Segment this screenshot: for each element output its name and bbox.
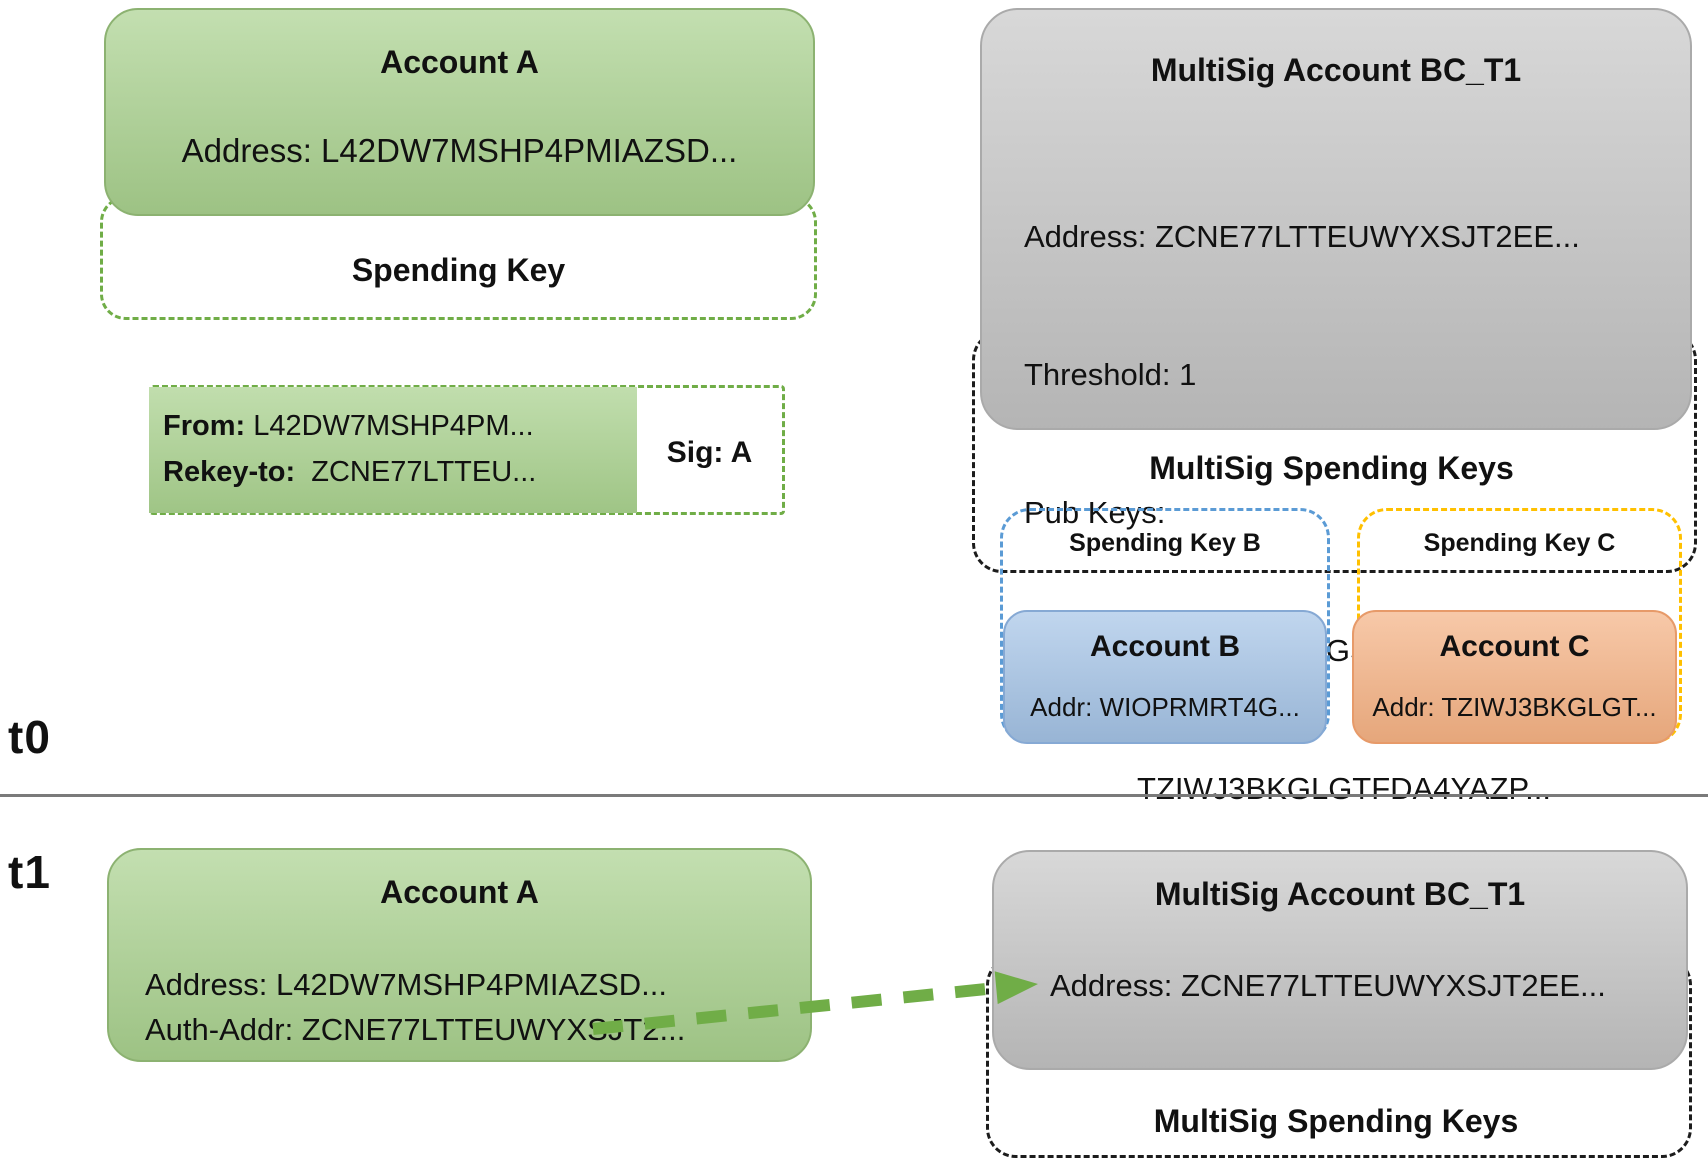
txn-from-value: L42DW7MSHP4PM... xyxy=(245,410,534,442)
account-c-title: Account C xyxy=(1439,630,1590,663)
t1-label: t1 xyxy=(8,846,51,898)
txn-sig-label: Sig: A xyxy=(666,436,753,469)
multisig-address-t1: Address: ZCNE77LTTEUWYXSJT2EE... xyxy=(1050,968,1606,1003)
multisig-box-t1: MultiSig Account BC_T1 Address: ZCNE77LT… xyxy=(992,850,1688,1070)
rekey-arrow-head xyxy=(994,971,1038,1005)
account-a-address-t0: Address: L42DW7MSHP4PMIAZSD... xyxy=(181,132,738,169)
multisig-threshold-t0: Threshold: 1 xyxy=(1024,357,1197,392)
spending-key-c-label: Spending Key C xyxy=(1423,529,1616,557)
multisig-spending-keys-label-t1: MultiSig Spending Keys xyxy=(1153,1103,1519,1139)
multisig-title-t0: MultiSig Account BC_T1 xyxy=(1150,52,1522,88)
txn-from-line: From: L42DW7MSHP4PM... xyxy=(163,403,536,449)
multisig-address-t0: Address: ZCNE77LTTEUWYXSJT2EE... xyxy=(1024,219,1580,254)
t0-label: t0 xyxy=(8,711,51,763)
account-a-title-t1: Account A xyxy=(380,874,539,910)
account-b-box: Account B Addr: WIOPRMRT4G... xyxy=(1003,610,1327,744)
account-c-addr: Addr: TZIWJ3BKGLGT... xyxy=(1372,692,1657,722)
rekey-txn-lines: From: L42DW7MSHP4PM... Rekey-to: ZCNE77L… xyxy=(163,403,536,495)
multisig-pubkey-2-t0: TZIWJ3BKGLGTFDA4YAZP... xyxy=(1137,771,1551,806)
rekey-arrow-shaft xyxy=(592,982,997,1035)
account-b-title: Account B xyxy=(1090,630,1240,663)
account-b-addr: Addr: WIOPRMRT4G... xyxy=(1030,692,1300,722)
multisig-spending-keys-label-t0: MultiSig Spending Keys xyxy=(1149,450,1514,486)
account-c-box: Account C Addr: TZIWJ3BKGLGT... xyxy=(1352,610,1677,744)
rekey-txn-green-panel: From: L42DW7MSHP4PM... Rekey-to: ZCNE77L… xyxy=(149,387,637,513)
spending-key-label: Spending Key xyxy=(351,252,566,288)
account-a-box-t0: Account A Address: L42DW7MSHP4PMIAZSD... xyxy=(104,8,815,216)
spending-key-b-label: Spending Key B xyxy=(1069,529,1261,557)
txn-rekey-value: ZCNE77LTTEU... xyxy=(295,456,537,488)
txn-rekey-line: Rekey-to: ZCNE77LTTEU... xyxy=(163,449,536,495)
timeline-divider xyxy=(0,794,1708,797)
account-a-title-t0: Account A xyxy=(380,44,539,80)
txn-rekey-label: Rekey-to: xyxy=(163,456,296,488)
multisig-pubkeys-label-t0: Pub Keys: xyxy=(1024,495,1166,530)
txn-from-label: From: xyxy=(163,410,246,442)
account-a-address-t1: Address: L42DW7MSHP4PMIAZSD... xyxy=(145,967,667,1002)
multisig-title-t1: MultiSig Account BC_T1 xyxy=(1154,876,1526,912)
